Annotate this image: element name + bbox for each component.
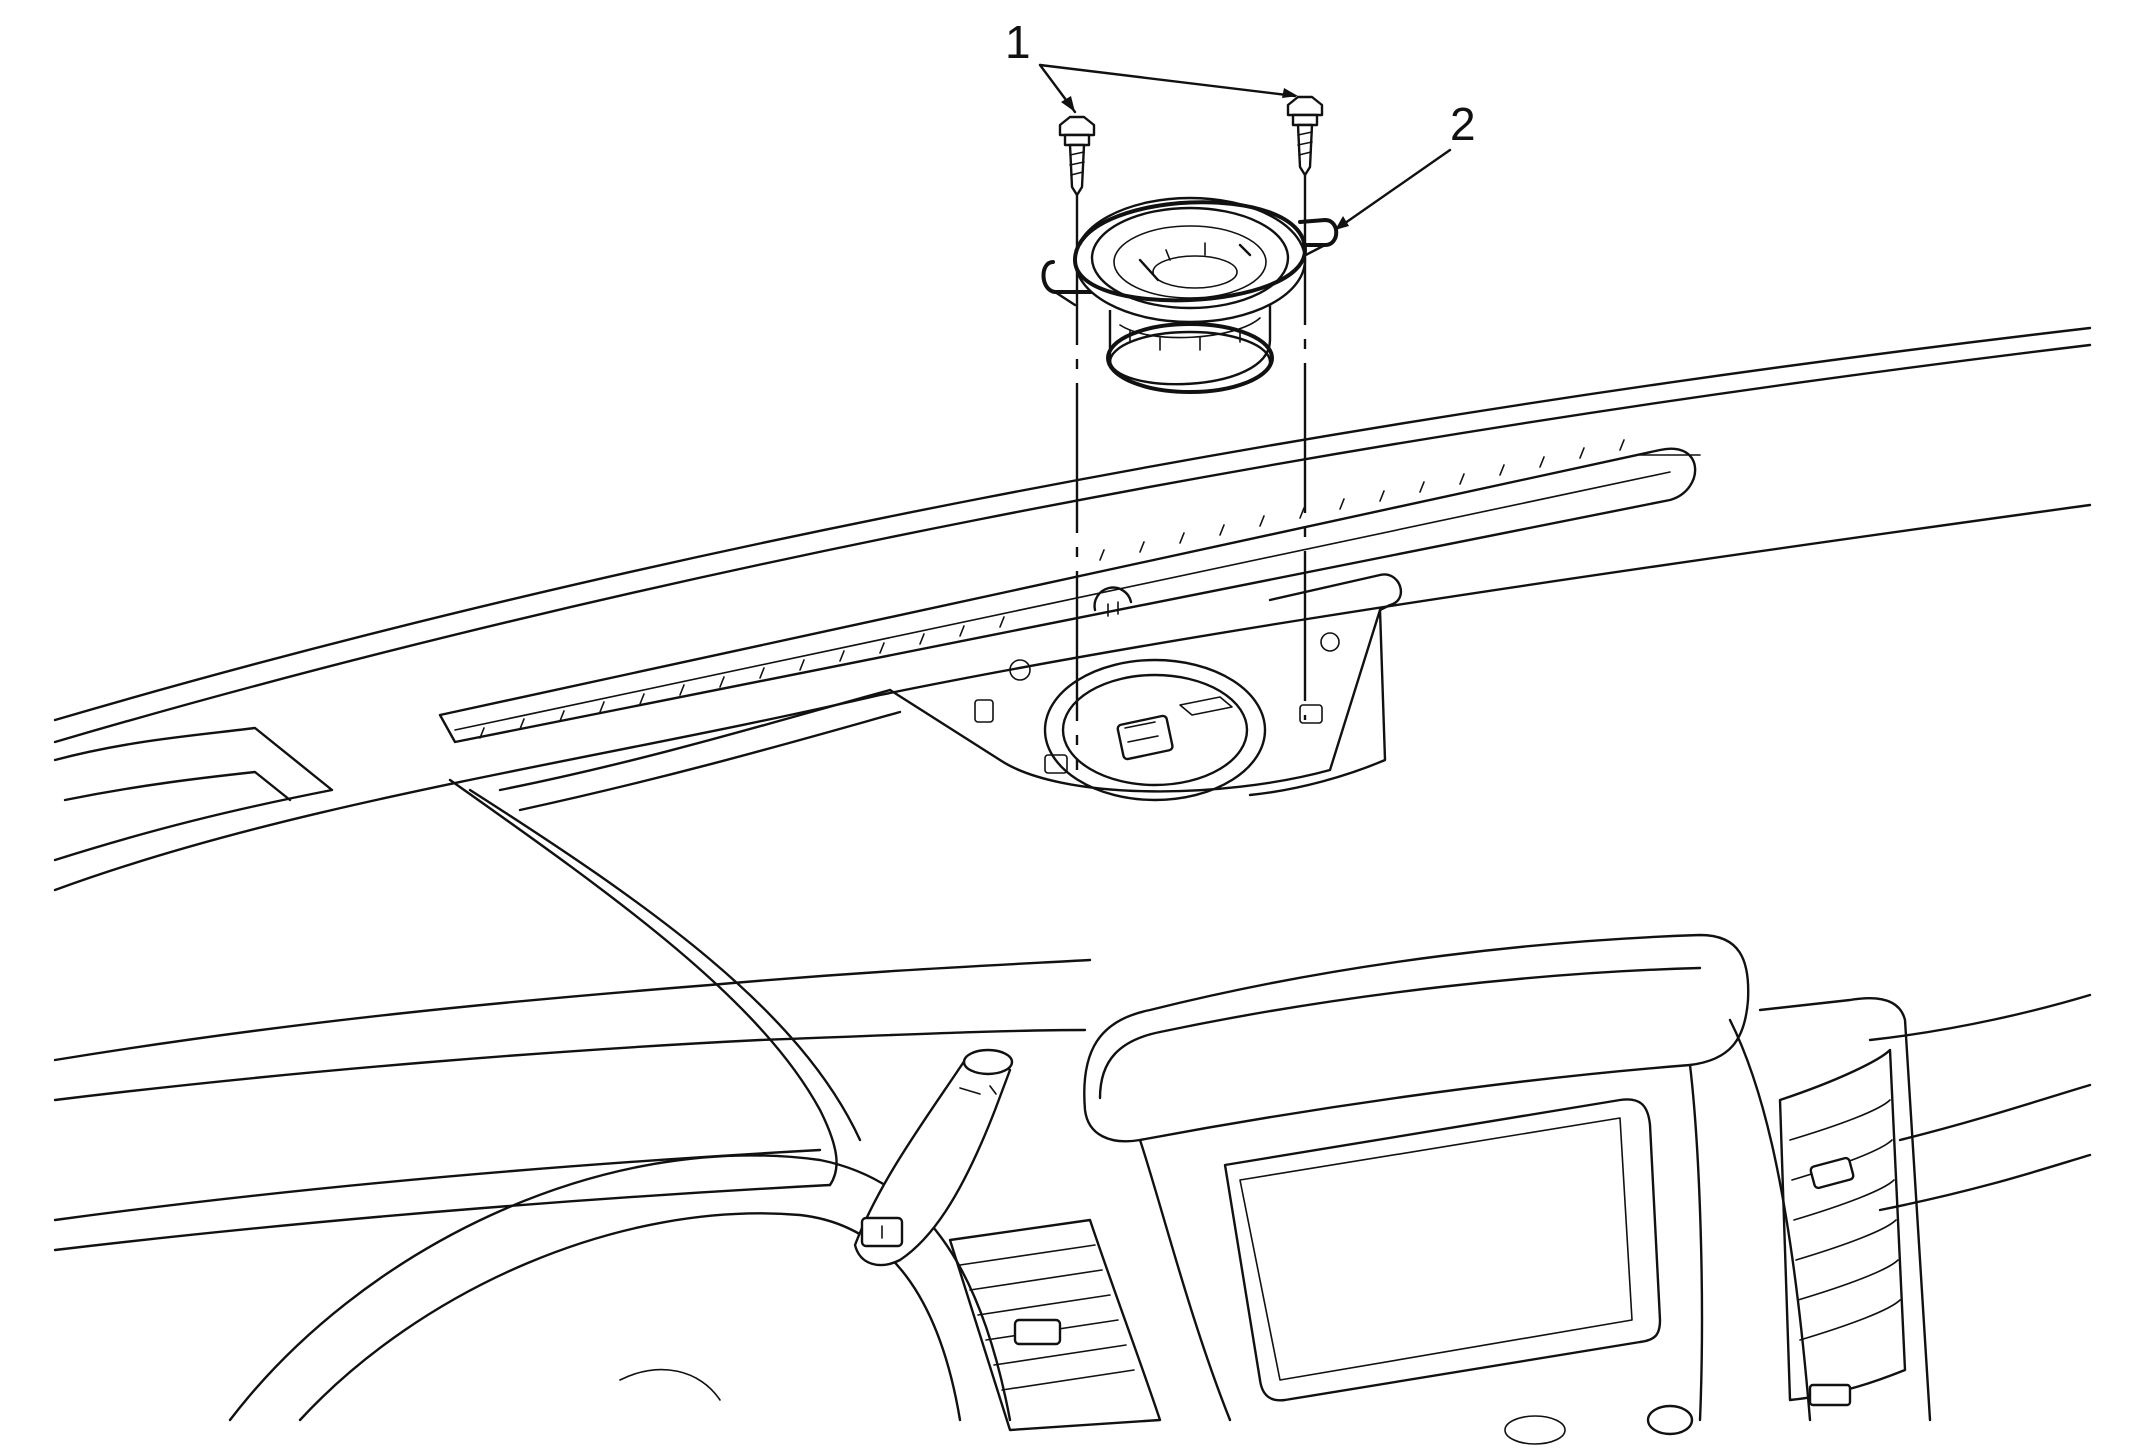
speaker-pocket xyxy=(974,586,1340,802)
fastener-left xyxy=(1058,115,1096,197)
instrument-panel-lower xyxy=(53,778,2092,1422)
air-vent-center xyxy=(948,1218,1162,1432)
speaker-connector xyxy=(1116,714,1174,761)
infotainment-display xyxy=(1083,933,1750,1445)
air-vent-right xyxy=(1778,1048,1907,1407)
dashboard-top-pad xyxy=(53,326,2092,892)
wiper-stalk xyxy=(853,1048,1014,1267)
callout-2-label: 2 xyxy=(1450,98,1476,150)
defrost-vent-slots xyxy=(479,439,1625,739)
callout-1-label: 1 xyxy=(1005,16,1031,68)
callout-1: 1 xyxy=(1005,16,1298,114)
steering-wheel xyxy=(228,1154,1012,1422)
fastener-right xyxy=(1286,95,1324,177)
callout-2: 2 xyxy=(1335,98,1476,230)
speaker-assembly xyxy=(1041,196,1339,394)
